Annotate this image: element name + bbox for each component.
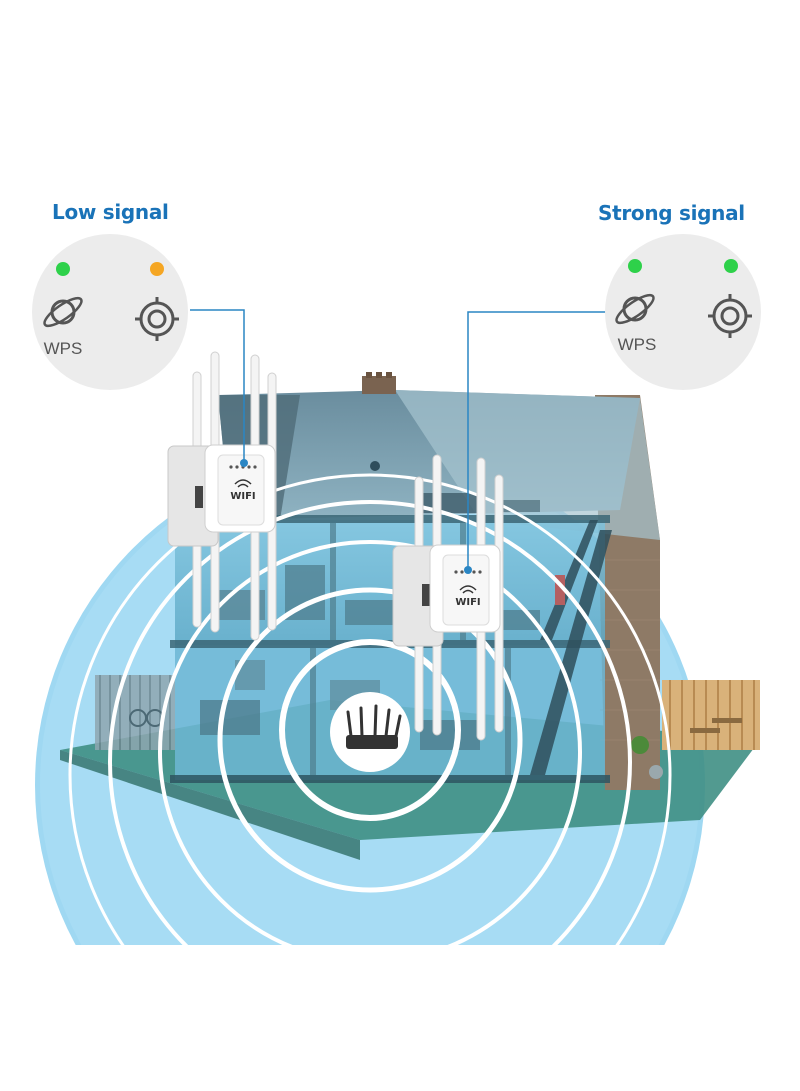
staircase [530, 520, 612, 775]
led-green-icon [628, 259, 642, 273]
extender-left: WIFI [167, 351, 277, 641]
wps-target-icon [708, 294, 752, 338]
signal-ring-2 [217, 587, 523, 893]
connector-right-dot [464, 566, 472, 574]
signal-ring-1 [279, 639, 461, 821]
led-green-icon [56, 262, 70, 276]
led-orange-icon [150, 262, 164, 276]
extender-right-brand: WIFI [455, 597, 480, 608]
low-signal-label: Low signal [52, 200, 169, 224]
connector-right [467, 311, 608, 569]
led-green-icon [724, 259, 738, 273]
indicator-badge-strong: WPS [605, 234, 761, 390]
router-body [346, 735, 398, 749]
signal-ring-5 [68, 473, 672, 1077]
strong-signal-label: Strong signal [598, 201, 745, 225]
planet-icon [615, 293, 655, 325]
house-cutaway [60, 372, 760, 860]
connector-left [190, 309, 245, 462]
chimney [362, 376, 396, 394]
planet-icon [43, 296, 83, 328]
connector-left-dot [240, 459, 248, 467]
signal-ring-4 [108, 500, 632, 1024]
extender-left-brand: WIFI [230, 491, 255, 502]
wps-label-low: WPS [44, 339, 83, 358]
wps-label-strong: WPS [618, 335, 657, 354]
extender-right: WIFI [392, 454, 504, 741]
signal-rings [68, 473, 672, 1077]
connector-lines [190, 309, 608, 569]
router [330, 692, 410, 772]
wps-target-icon [135, 297, 179, 341]
signal-ring-3 [158, 540, 582, 964]
indicator-badge-low: WPS [32, 234, 188, 390]
right-fence [662, 680, 760, 750]
